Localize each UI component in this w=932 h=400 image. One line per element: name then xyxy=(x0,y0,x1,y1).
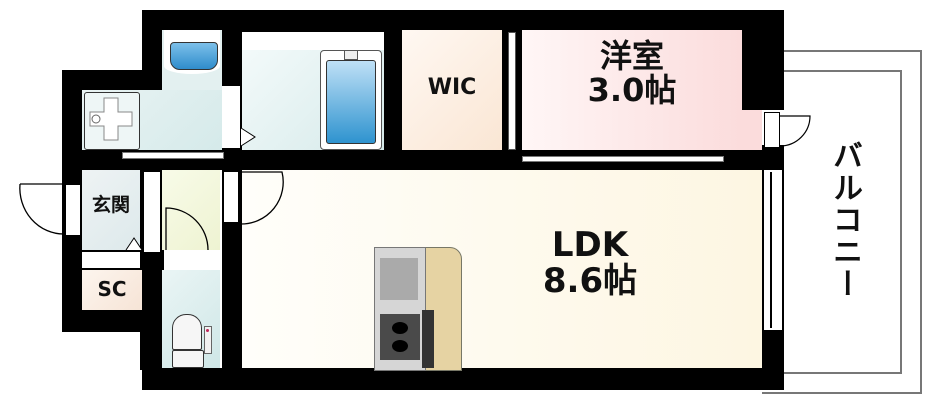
ldk-room xyxy=(242,170,762,368)
entrance-label: 玄関 xyxy=(91,194,130,216)
wall-bottom xyxy=(142,368,782,390)
wall-left-upper xyxy=(142,10,164,90)
bathroom-door-swing-icon xyxy=(240,127,256,147)
washroom-sliding-door[interactable] xyxy=(122,152,224,159)
western-room-label: 洋室 3.0帖 xyxy=(552,37,712,109)
entrance-step-icon xyxy=(125,237,143,251)
toilet-bowl-icon xyxy=(172,314,202,350)
western-room xyxy=(522,30,742,150)
ldk-size: 8.6帖 xyxy=(542,260,638,301)
balcony xyxy=(762,50,922,394)
hall-partition xyxy=(144,172,160,252)
western-room-name: 洋室 xyxy=(599,37,664,75)
ldk-left-door[interactable] xyxy=(224,172,238,222)
western-room-notch xyxy=(742,110,762,150)
bathroom-door[interactable] xyxy=(222,86,240,148)
stove-icon xyxy=(380,314,420,360)
ldk-name: LDK xyxy=(551,225,629,265)
front-door[interactable] xyxy=(66,185,80,235)
washbasin-bowl-icon xyxy=(170,42,218,70)
wall-wic-left xyxy=(384,30,404,152)
hallway xyxy=(162,170,220,250)
wic-label: WIC xyxy=(427,75,477,100)
shoe-closet-label: SC xyxy=(97,277,127,301)
toilet-door-swing-icon xyxy=(165,207,209,251)
front-door-swing-icon xyxy=(19,183,65,235)
faucet-icon xyxy=(344,50,358,60)
bathtub-water-icon xyxy=(326,60,376,144)
toilet-remote-icon xyxy=(204,326,212,354)
shoe-closet xyxy=(82,270,142,310)
ldk-window[interactable] xyxy=(762,170,784,330)
balcony-inner-line xyxy=(782,70,902,374)
ldk-window-pane-line xyxy=(770,172,772,328)
wall-mid-horizontal xyxy=(142,150,782,170)
entrance-divider xyxy=(82,252,140,268)
toilet-door[interactable] xyxy=(168,252,218,268)
wall-top xyxy=(142,10,782,32)
burner-2-icon xyxy=(392,340,408,352)
ldk-door-swing-icon xyxy=(239,171,284,225)
toilet-remote-button-icon xyxy=(206,329,209,332)
sink-icon xyxy=(380,258,418,300)
balcony-door-swing-icon xyxy=(779,115,811,147)
burner-1-icon xyxy=(392,322,408,334)
entrance xyxy=(82,170,140,250)
balcony-label: バルコニー xyxy=(827,140,862,300)
ldk-label: LDK 8.6帖 xyxy=(510,225,670,301)
wall-right-upper xyxy=(742,10,784,110)
balcony-door[interactable] xyxy=(764,112,780,148)
wic-room xyxy=(402,30,502,150)
kitchen-panel xyxy=(422,310,434,368)
western-room-sliding-door[interactable] xyxy=(522,156,724,162)
wic-sliding-door[interactable] xyxy=(508,32,516,150)
washing-machine-drain-icon xyxy=(89,97,133,141)
western-room-size: 3.0帖 xyxy=(587,70,677,109)
toilet-tank-icon xyxy=(172,350,204,368)
